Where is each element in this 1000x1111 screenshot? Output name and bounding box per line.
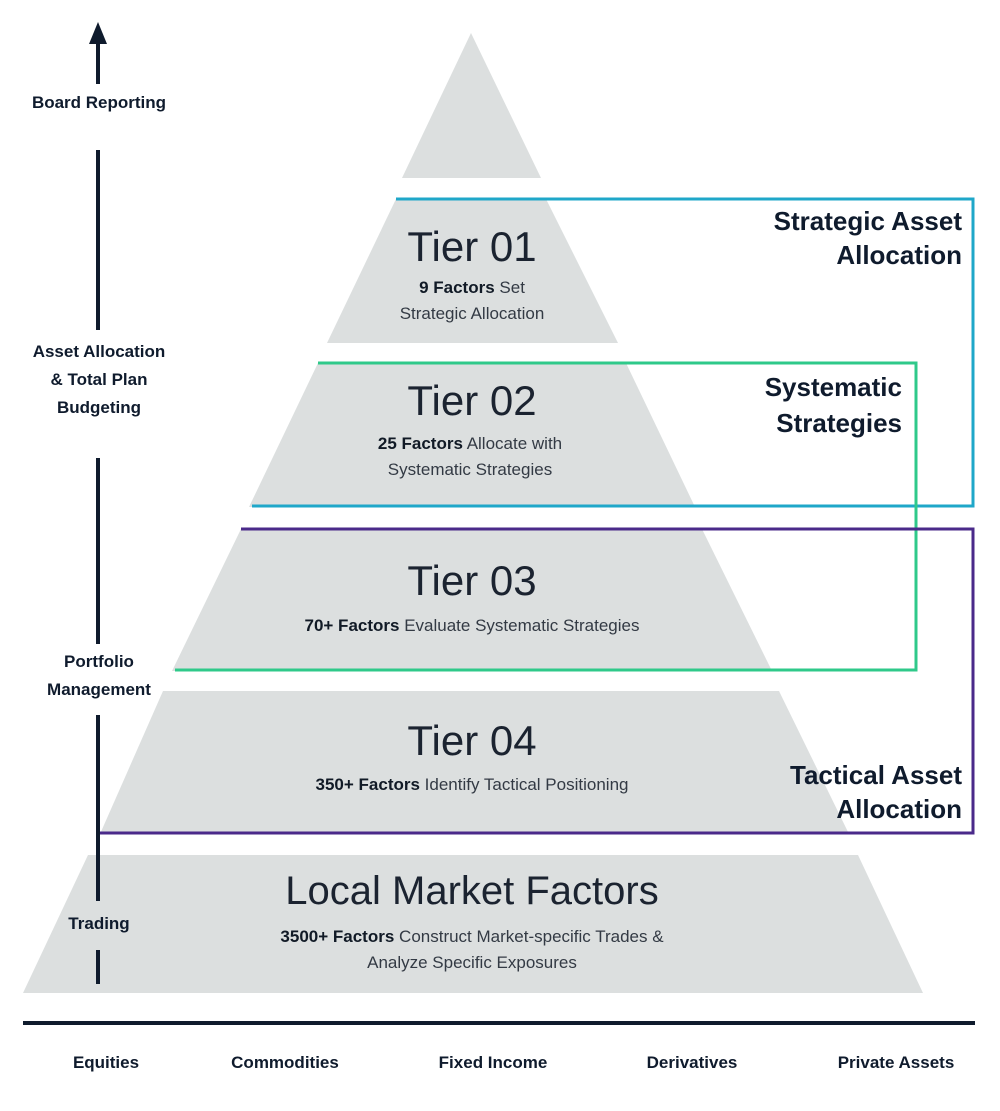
systematic-label-line2: Strategies <box>776 408 902 438</box>
systematic-strategies-label: Systematic Strategies <box>620 369 902 441</box>
tier-01-description: 9 Factors Set Strategic Allocation <box>322 275 622 327</box>
strategic-label-line1: Strategic Asset <box>773 206 962 236</box>
tier-01-factors: 9 Factors <box>419 278 495 297</box>
axis-label-trading: Trading <box>68 914 130 933</box>
tier-01-text-line1: Set <box>494 278 525 297</box>
tier-04-factors: 350+ Factors <box>315 775 420 794</box>
tactical-asset-allocation-label: Tactical Asset Allocation <box>660 758 962 826</box>
tier-02-title: Tier 02 <box>407 377 537 424</box>
base-description: 3500+ Factors Construct Market-specific … <box>222 924 722 976</box>
baseline-divider <box>23 1021 975 1025</box>
category-fixed-income: Fixed Income <box>438 1053 548 1072</box>
axis-line-segment <box>96 458 100 644</box>
tier-01-title: Tier 01 <box>407 223 537 270</box>
axis-label-asset-allocation: Asset Allocation & Total Plan Budgeting <box>32 342 166 417</box>
category-derivatives: Derivatives <box>646 1053 738 1072</box>
strategic-asset-allocation-bracket <box>252 197 975 508</box>
tier-01-text-line2: Strategic Allocation <box>399 304 545 323</box>
tier-04-text-line1: Identify Tactical Positioning <box>419 775 629 794</box>
tier-03-description: 70+ Factors Evaluate Systematic Strategi… <box>252 613 692 639</box>
base-factors: 3500+ Factors <box>280 927 395 946</box>
up-arrow-icon <box>89 22 107 44</box>
tier-02-description: 25 Factors Allocate with Systematic Stra… <box>300 431 640 483</box>
base-title: Local Market Factors <box>285 869 659 913</box>
axis-line-segment <box>96 150 100 330</box>
tactical-label-line1: Tactical Asset <box>790 760 962 790</box>
axis-line-segment <box>96 950 100 984</box>
tier-02-text-line2: Systematic Strategies <box>387 460 553 479</box>
category-private-assets: Private Assets <box>837 1053 955 1072</box>
base-text-line1: Construct Market-specific Trades & <box>394 927 664 946</box>
strategic-asset-allocation-label: Strategic Asset Allocation <box>660 204 962 272</box>
category-equities: Equities <box>72 1053 140 1072</box>
tier-04-title: Tier 04 <box>407 717 537 764</box>
category-commodities: Commodities <box>231 1053 339 1072</box>
axis-label-board-reporting: Board Reporting <box>31 93 167 112</box>
tier-03-text-line1: Evaluate Systematic Strategies <box>399 616 640 635</box>
axis-line-segment <box>96 42 100 84</box>
axis-line-segment <box>96 715 100 901</box>
axis-label-portfolio-management: Portfolio Management <box>47 652 151 699</box>
tier-03-factors: 70+ Factors <box>304 616 400 635</box>
systematic-strategies-bracket <box>175 361 918 672</box>
tier-02-text-line1: Allocate with <box>462 434 563 453</box>
tier-04-description: 350+ Factors Identify Tactical Positioni… <box>252 772 692 798</box>
tactical-label-line2: Allocation <box>836 794 962 824</box>
strategic-label-line2: Allocation <box>836 240 962 270</box>
base-text-line2: Analyze Specific Exposures <box>367 953 577 972</box>
tier-03-title: Tier 03 <box>407 557 537 604</box>
tactical-asset-allocation-bracket <box>100 527 975 835</box>
tier-02-factors: 25 Factors <box>377 434 463 453</box>
systematic-label-line1: Systematic <box>764 372 902 402</box>
